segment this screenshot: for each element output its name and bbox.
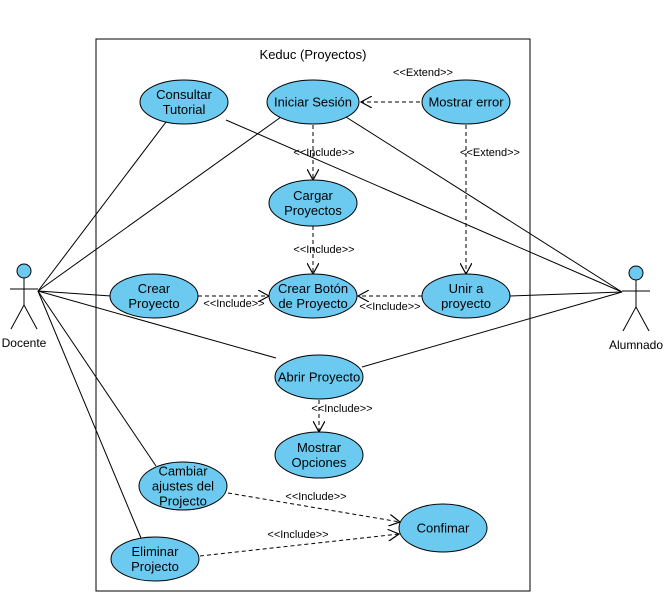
use-case-label: Mostrar <box>297 440 342 455</box>
use-case-label: Proyectos <box>284 203 342 218</box>
use-case-ellipse <box>274 431 364 479</box>
actor-left-leg <box>10 304 25 330</box>
association-docente-abrir-proyecto <box>37 290 277 359</box>
relation-crear-proyecto-to-crear-boton: <<Include>> <box>198 296 269 310</box>
use-case-ellipse <box>274 354 364 400</box>
use-case-ellipse <box>421 273 511 319</box>
relation-label: <<Include>> <box>293 147 354 159</box>
use-case-label: Iniciar Sesión <box>274 95 352 110</box>
use-case-label: Unir a <box>449 281 484 296</box>
actor-alumnado: Alumnado <box>609 265 663 352</box>
relationships: <<Extend>> <<Include>> <<Extend>> <<Include… <box>198 67 520 557</box>
relation-cargar-proyectos-to-crear-boton: <<Include>> <box>293 226 355 274</box>
use-case-ellipse <box>266 79 360 125</box>
use-case-label: proyecto <box>441 296 491 311</box>
use-case-label: Mostrar error <box>428 95 504 110</box>
use-case-iniciar-sesion: Iniciar Sesión <box>266 79 360 125</box>
use-case-mostrar-error: Mostrar error <box>421 79 511 125</box>
association-alumnado-unir-proyecto <box>509 291 623 297</box>
dashed-arrow <box>227 492 400 522</box>
use-case-label: Confimar <box>417 521 470 536</box>
association-docente-cambiar-ajustes <box>37 290 157 467</box>
use-case-label: Cargar <box>293 188 333 203</box>
use-case-label: Projecto <box>131 559 179 574</box>
actor-docente: Docente <box>2 263 47 350</box>
actor-head <box>16 263 32 279</box>
actors: Docente Alumnado <box>2 263 663 352</box>
relation-label: <<Include>> <box>311 403 372 415</box>
association-docente-iniciar-sesion <box>37 116 282 292</box>
relation-label: <<Include>> <box>203 298 264 310</box>
relation-label: <<Include>> <box>285 491 346 503</box>
system-title: Keduc (Proyectos) <box>260 47 367 62</box>
association-alumnado-iniciar-sesion <box>345 116 623 293</box>
actor-left-leg <box>622 306 637 332</box>
association-docente-consultar-tutorial <box>37 121 167 292</box>
use-case-ellipse <box>268 179 358 227</box>
use-case-label: de Proyecto <box>278 296 347 311</box>
relation-iniciar-sesion-to-cargar-proyectos: <<Include>> <box>293 125 355 180</box>
use-case-confimar: Confimar <box>398 503 488 553</box>
use-case-ellipse <box>138 461 228 511</box>
relation-eliminar-projecto-to-confimar: <<Include>> <box>199 529 399 557</box>
use-case-label: Tutorial <box>163 102 206 117</box>
use-case-label: Consultar <box>156 87 212 102</box>
use-case-label: Crear <box>138 281 171 296</box>
dashed-arrow <box>199 534 399 557</box>
use-case-ellipse <box>109 273 199 319</box>
actor-right-leg <box>23 304 38 330</box>
use-case-ellipse <box>421 79 511 125</box>
use-case-label: Opciones <box>292 455 347 470</box>
use-case-label: Abrir Proyecto <box>278 370 360 385</box>
use-case-label: Proyecto <box>128 296 179 311</box>
relation-label: <<Include>> <box>359 301 420 313</box>
relation-cambiar-ajustes-to-confimar: <<Include>> <box>227 491 400 522</box>
associations <box>37 116 623 539</box>
actor-head <box>628 265 644 281</box>
relation-unir-proyecto-to-crear-boton: <<Include>> <box>358 296 422 313</box>
use-case-label: Cambiar <box>158 464 208 479</box>
actor-right-leg <box>635 306 650 332</box>
association-alumnado-consultar-tutorial <box>225 119 623 293</box>
relation-mostrar-error-to-unir-proyecto: <<Extend>> <box>460 125 520 274</box>
use-case-ellipse <box>268 273 358 319</box>
use-case-label: Crear Botón <box>278 281 348 296</box>
relation-label: <<Include>> <box>267 529 328 541</box>
system-boundary: Keduc (Proyectos) <box>95 38 531 592</box>
relation-mostrar-error-to-iniciar-sesion: <<Extend>> <box>361 67 453 102</box>
use-case-label: ajustes del <box>152 479 214 494</box>
use-case-label: Eliminar <box>132 544 180 559</box>
relation-label: <<Extend>> <box>460 147 520 159</box>
association-alumnado-abrir-proyecto <box>361 291 623 368</box>
use-case-label: Projecto <box>159 494 207 509</box>
relation-abrir-proyecto-to-mostrar-opciones: <<Include>> <box>311 400 373 432</box>
relation-label: <<Extend>> <box>393 67 453 79</box>
actor-name: Alumnado <box>609 338 663 352</box>
use-case-ellipse <box>110 536 200 582</box>
use-case-ellipse <box>398 503 488 553</box>
association-docente-eliminar-projecto <box>37 290 142 539</box>
association-docente-crear-proyecto <box>37 290 112 297</box>
actor-name: Docente <box>2 336 47 350</box>
use-case-ellipse <box>139 79 229 125</box>
relation-label: <<Include>> <box>293 244 354 256</box>
use-case-abrir-proyecto: Abrir Proyecto <box>274 354 364 400</box>
